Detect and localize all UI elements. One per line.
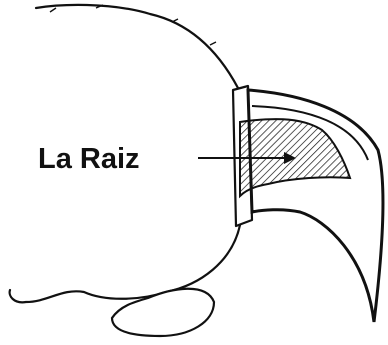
- fur-tuft: [50, 5, 216, 45]
- paw-pad: [112, 289, 214, 336]
- root-label: La Raiz: [38, 143, 140, 175]
